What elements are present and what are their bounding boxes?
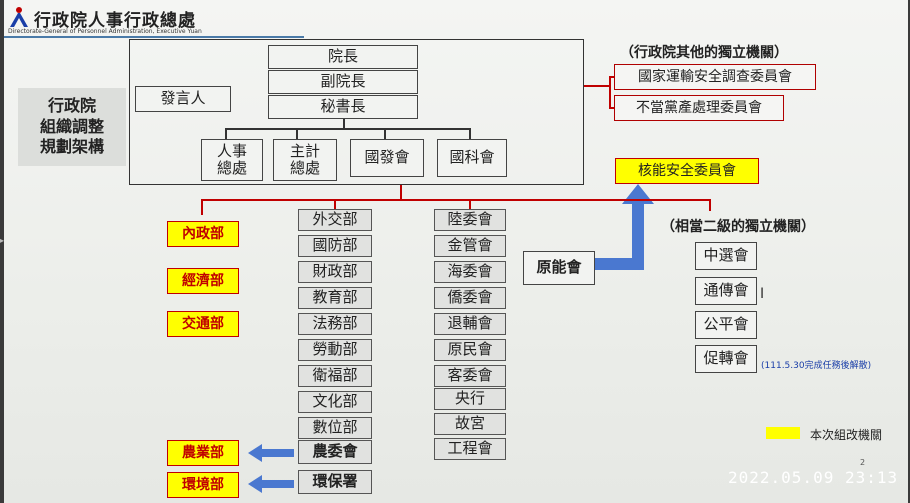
reorg-ministry-environment: 環境部 (167, 472, 239, 498)
spokesperson-box: 發言人 (135, 86, 231, 112)
side-title-line: 組織調整 (39, 116, 104, 136)
vice-premier-box: 副院長 (268, 70, 418, 94)
side-title-line: 規劃架構 (39, 137, 104, 157)
legend-swatch (766, 427, 800, 439)
ministry-box: 衛福部 (298, 365, 372, 387)
connector-line (609, 107, 614, 109)
page-number: 2 (860, 458, 866, 467)
council-box: 工程會 (434, 438, 506, 460)
independent-agency-party-assets: 不當黨產處理委員會 (614, 95, 784, 121)
old-agency-coa: 農委會 (298, 440, 372, 464)
reorg-ministry-transport: 交通部 (167, 311, 239, 337)
council-box: 故宮 (434, 413, 506, 435)
staff-unit-personnel: 人事 總處 (201, 139, 263, 181)
reorg-ministry-economic: 經濟部 (167, 268, 239, 294)
side-title: 行政院 組織調整 規劃架構 (18, 88, 126, 166)
second-level-agency: 促轉會 (695, 345, 757, 373)
connector-line (384, 128, 386, 140)
connector-line (343, 119, 345, 129)
arrow-left-icon (248, 444, 294, 462)
connector-line (225, 128, 470, 130)
play-marker-icon: ▸ (0, 236, 5, 245)
second-level-agency: 中選會 (695, 242, 757, 270)
arrow-left-icon (248, 475, 294, 493)
photo-timestamp: 2022.05.09 23:13 (728, 468, 899, 487)
connector-line (709, 199, 711, 211)
ministry-box: 國防部 (298, 235, 372, 257)
connector-line (609, 76, 611, 108)
council-box: 僑委會 (434, 287, 506, 309)
staff-unit-ndc: 國發會 (350, 139, 424, 177)
second-level-agency: 公平會 (695, 311, 757, 339)
second-level-agency: 通傳會 (695, 277, 757, 305)
executive-yuan-frame (129, 39, 584, 185)
dissolution-note: (111.5.30完成任務後解散) (761, 361, 872, 371)
text-cursor: I (760, 286, 765, 302)
independent-heading: （行政院其他的獨立機關） (620, 45, 788, 61)
secretary-general-box: 秘書長 (268, 95, 418, 119)
council-box: 原民會 (434, 339, 506, 361)
legend-label: 本次組改機關 (810, 428, 883, 442)
ministry-box: 財政部 (298, 261, 372, 283)
reorg-ministry-interior: 內政部 (167, 221, 239, 247)
header-title: 行政院人事行政總處 (34, 11, 196, 31)
connector-line (469, 199, 471, 209)
connector-line (225, 128, 227, 140)
logo-icon (10, 7, 28, 27)
connector-line (584, 85, 610, 87)
arrow-up-icon (594, 184, 654, 270)
ministry-box: 數位部 (298, 417, 372, 439)
council-box: 客委會 (434, 365, 506, 387)
ministry-box: 教育部 (298, 287, 372, 309)
connector-line (201, 199, 203, 215)
ministry-box: 勞動部 (298, 339, 372, 361)
header-rule (4, 36, 304, 38)
council-box: 海委會 (434, 261, 506, 283)
old-agency-epa: 環保署 (298, 470, 372, 494)
independent-agency-ntsb: 國家運輸安全調查委員會 (614, 64, 816, 90)
second-level-heading: （相當二級的獨立機關） (661, 219, 815, 235)
connector-line (469, 128, 471, 140)
ministry-box: 法務部 (298, 313, 372, 335)
old-agency-aec: 原能會 (523, 251, 595, 285)
council-box: 退輔會 (434, 313, 506, 335)
slide: 行政院人事行政總處 Directorate-General of Personn… (4, 0, 908, 503)
header-subtitle: Directorate-General of Personnel Adminis… (8, 28, 202, 35)
ministry-box: 文化部 (298, 391, 372, 413)
council-box: 金管會 (434, 235, 506, 257)
connector-line (609, 76, 614, 78)
staff-unit-accounting: 主計 總處 (273, 139, 337, 181)
connector-line (296, 128, 298, 140)
new-agency-nuclear-safety: 核能安全委員會 (615, 158, 759, 184)
premier-box: 院長 (268, 45, 418, 69)
connector-line (400, 185, 402, 200)
connector-line (334, 199, 336, 209)
side-title-line: 行政院 (47, 95, 96, 115)
staff-unit-nstc: 國科會 (437, 139, 507, 177)
reorg-ministry-agriculture: 農業部 (167, 440, 239, 466)
ministry-box: 外交部 (298, 209, 372, 231)
council-box: 央行 (434, 388, 506, 410)
connector-line (201, 199, 710, 201)
council-box: 陸委會 (434, 209, 506, 231)
